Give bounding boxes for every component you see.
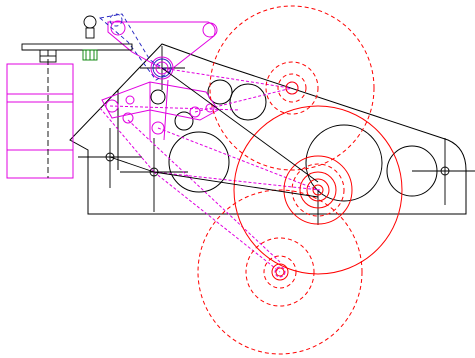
clamp-plate — [21, 43, 133, 51]
knob — [83, 15, 97, 29]
frame-belt-lines — [109, 67, 319, 198]
main-pivot-outer — [150, 56, 174, 80]
bore-small-1 — [174, 111, 194, 131]
frame-bores — [150, 79, 438, 202]
clamp-handle — [21, 15, 133, 178]
centerline-marks — [78, 46, 475, 225]
frame-outline — [69, 43, 467, 215]
main-gear-outer — [233, 105, 403, 275]
bore-mid-2 — [229, 83, 267, 121]
lower-gear-pitch — [197, 189, 363, 355]
machine-frame — [69, 43, 467, 215]
lower-link — [101, 81, 219, 121]
bore-large-right — [305, 124, 383, 202]
green-bolt — [82, 49, 98, 61]
bore-large-left — [168, 131, 230, 193]
bore-mid-1 — [207, 79, 233, 105]
upper-gear-pitch — [209, 5, 375, 171]
hopper-box — [6, 63, 74, 179]
bore-small-2 — [150, 89, 166, 105]
blue-linkage — [98, 13, 172, 81]
magenta-mechanism — [6, 20, 321, 278]
main-gear-hub — [283, 155, 353, 225]
red-gear-train — [197, 5, 403, 355]
main-pivot-inner — [155, 61, 169, 75]
